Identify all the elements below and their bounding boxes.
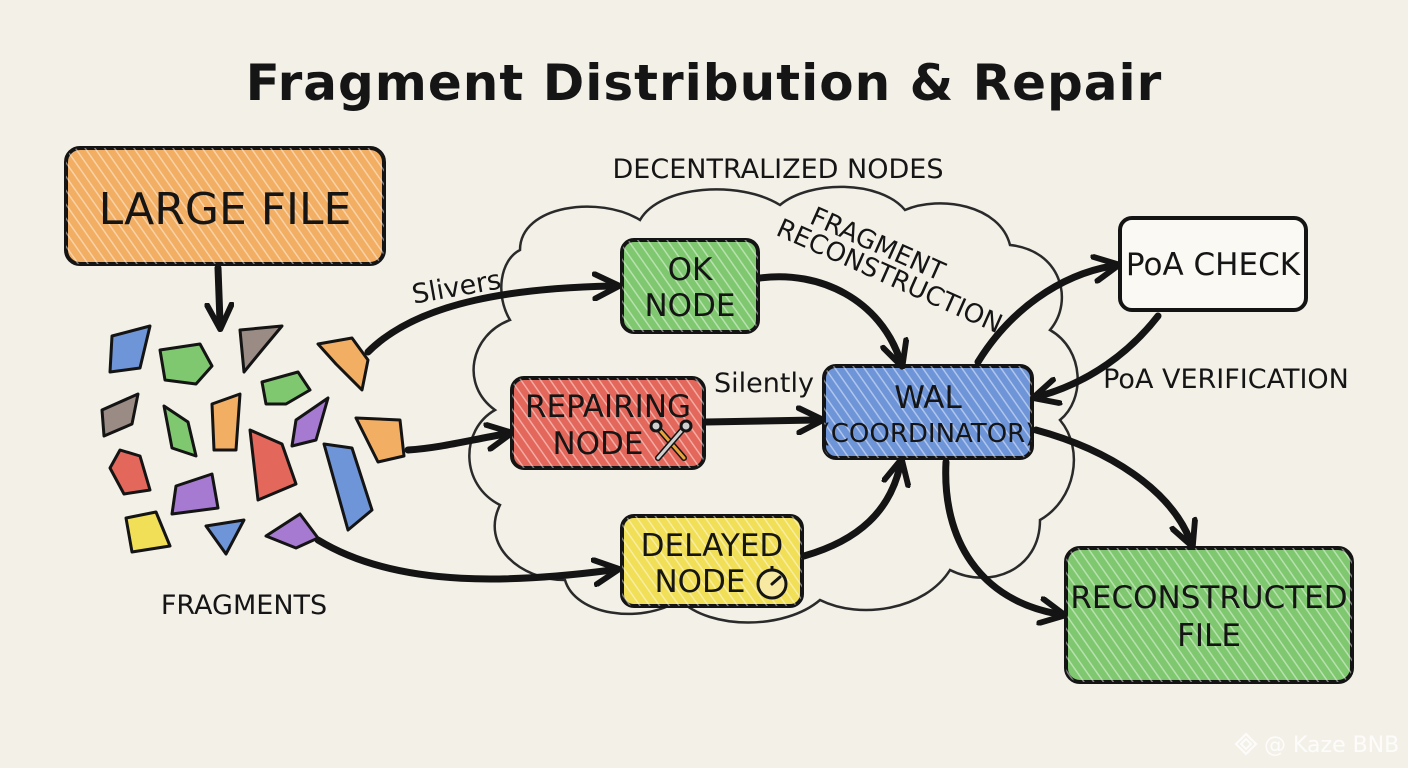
arrow-fragments-to-ok-node: [364, 286, 612, 356]
fragment-shard: [204, 518, 246, 556]
fragment-shard: [238, 324, 284, 374]
fragment-shard: [260, 370, 312, 406]
fragment-shard: [248, 428, 298, 502]
fragment-shard: [162, 404, 198, 458]
repairing-node-line2: NODE: [552, 426, 643, 462]
fragment-shard: [354, 416, 406, 464]
fragment-shard: [316, 336, 370, 392]
fragment-shard: [264, 512, 320, 550]
wal-coordinator-box: WAL (COORDINATOR): [821, 364, 1036, 460]
fragment-shard: [290, 396, 330, 448]
fragment-shard: [108, 324, 152, 374]
arrow-poa-check-to-wal: [1040, 312, 1162, 396]
fragment-shard: [100, 392, 140, 438]
delayed-node-line2: NODE: [654, 564, 745, 600]
arrow-fragments-to-delayed-node: [314, 536, 612, 579]
ok-node-box: OK NODE: [620, 238, 760, 334]
reconstructed-file-line2: FILE: [1177, 618, 1241, 654]
fragments-cluster: [100, 324, 406, 556]
arrow-repairing-to-wal: [702, 420, 816, 422]
fragment-shard: [158, 342, 214, 386]
ok-node-line2: NODE: [644, 288, 735, 324]
arrow-file-to-fragments: [218, 264, 220, 322]
poa-check-label: PoA CHECK: [1126, 247, 1301, 283]
decentralized-nodes-label: DECENTRALIZED NODES: [613, 154, 944, 185]
arrow-wal-to-reconstructed-left: [942, 458, 1058, 614]
arrow-wal-to-reconstructed-top: [1032, 426, 1190, 540]
poa-check-box: PoA CHECK: [1118, 216, 1308, 312]
arrow-wal-to-poa-check: [974, 266, 1112, 366]
arrow-ok-node-to-wal: [756, 273, 900, 360]
delayed-node-box: DELAYED NODE: [620, 514, 804, 608]
reconstructed-file-line1: RECONSTRUCTED: [1070, 580, 1347, 616]
repairing-node-box: REPAIRING NODE: [510, 376, 706, 470]
fragment-shard: [124, 510, 172, 554]
stopwatch-icon: [756, 566, 788, 600]
poa-verification-label: PoA VERIFICATION: [1103, 364, 1349, 395]
reconstructed-file-box: RECONSTRUCTED FILE: [1064, 546, 1354, 684]
delayed-node-line1: DELAYED: [641, 528, 784, 564]
wal-line1: WAL: [894, 380, 962, 416]
arrow-fragments-to-repairing-node: [404, 434, 505, 454]
large-file-box: LARGE FILE: [64, 146, 386, 266]
ok-node-line1: OK: [668, 252, 713, 288]
wal-line2: (COORDINATOR): [821, 419, 1036, 449]
fragments-label: FRAGMENTS: [161, 590, 327, 621]
fragment-shard: [322, 442, 374, 532]
fragment-shard: [170, 472, 220, 516]
decentralized-nodes-cloud: [468, 185, 1079, 624]
repairing-node-line1: REPAIRING: [525, 389, 691, 425]
watermark: @ Kaze BNB: [1234, 732, 1399, 758]
silently-label: Silently: [714, 368, 814, 399]
brand-diamond-icon: [1234, 732, 1258, 756]
large-file-label: LARGE FILE: [99, 184, 352, 235]
arrow-delayed-to-wal: [800, 466, 900, 560]
page-title: Fragment Distribution & Repair: [246, 54, 1163, 112]
watermark-text: @ Kaze BNB: [1264, 733, 1399, 758]
fragment-shard: [210, 392, 242, 452]
fragment-shard: [108, 448, 152, 496]
tools-icon: [649, 419, 693, 461]
